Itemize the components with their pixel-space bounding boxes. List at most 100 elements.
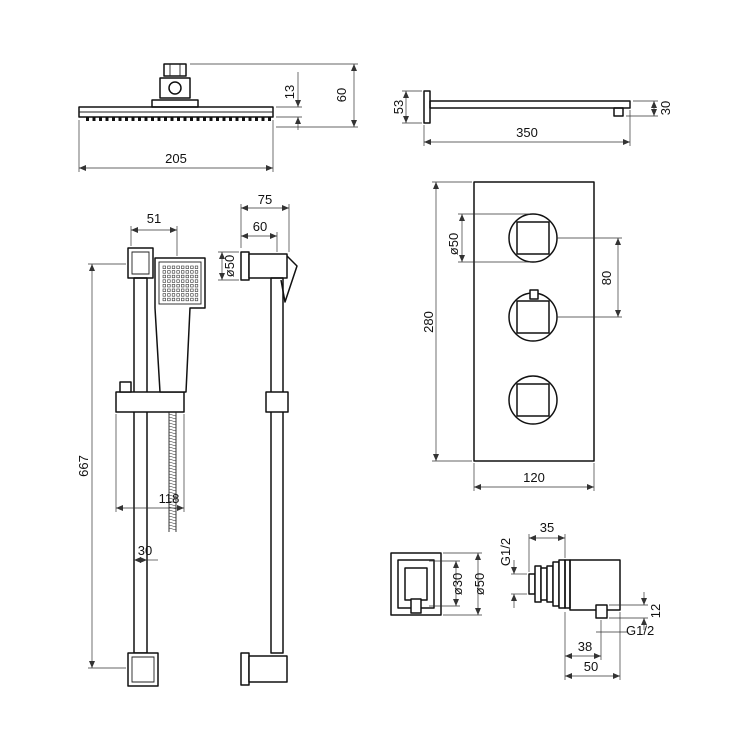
nozzle: [105, 117, 109, 121]
hose-coil-segment: [168, 488, 177, 492]
hose-coil-segment: [168, 509, 177, 513]
hose-coil-segment: [168, 470, 177, 474]
nozzle: [235, 117, 239, 121]
nozzle: [164, 117, 167, 121]
hose-coil-segment: [168, 476, 177, 480]
spray-hole: [185, 279, 189, 283]
nozzle: [255, 117, 258, 121]
spray-hole: [181, 274, 185, 279]
nozzle: [170, 117, 174, 121]
spray-hole: [171, 279, 176, 283]
spray-hole: [171, 265, 176, 269]
hose-coil-segment: [168, 428, 177, 432]
shower-nozzles: [86, 117, 271, 121]
spray-hole: [176, 265, 180, 269]
valve-dimensions: 280 ø50 80 120: [421, 181, 622, 491]
spray-hole: [181, 284, 185, 288]
overhead-plate-label: 13: [282, 85, 297, 99]
knob-spacing-label: 80: [599, 271, 614, 285]
nozzle: [92, 117, 96, 121]
hose-coil-segment: [168, 449, 177, 453]
slide-rail-front-dimensions: 51 667 118 30: [76, 211, 185, 669]
hose-coil-segment: [168, 437, 177, 441]
spray-hole: [181, 288, 185, 292]
nozzle: [242, 117, 245, 121]
hose-coil-segment: [168, 413, 177, 417]
spray-hole: [194, 279, 199, 283]
shower-hose: [168, 413, 177, 531]
spray-hole: [176, 274, 180, 279]
spray-hole: [167, 284, 171, 288]
spray-hole: [181, 279, 185, 283]
handset-width-label: 51: [147, 211, 161, 226]
spray-hole: [181, 265, 185, 269]
nozzle: [229, 117, 232, 121]
hose-coil-segment: [168, 461, 177, 465]
knob-diameter-label: ø50: [446, 233, 461, 255]
nozzle: [203, 117, 206, 121]
spray-hole: [194, 265, 199, 269]
rail-length-label: 667: [76, 455, 91, 477]
spray-hole: [171, 270, 176, 274]
nozzle: [157, 117, 161, 121]
spray-hole: [167, 270, 171, 274]
hose-coil-segment: [168, 494, 177, 498]
hose-coil-segment: [168, 527, 177, 531]
spray-hole: [190, 288, 194, 292]
wall-arm-dimensions: 53 350 30: [391, 90, 673, 146]
outlet-thread-bottom-label: G1/2: [626, 623, 654, 638]
arm-projection-total-label: 75: [258, 192, 272, 207]
spray-hole: [185, 274, 189, 279]
nozzle: [216, 117, 219, 121]
spray-hole: [171, 293, 176, 297]
hose-coil-segment: [168, 482, 177, 486]
outlet-thread-top-label: G1/2: [498, 538, 513, 566]
spray-hole: [176, 297, 180, 302]
hose-coil-segment: [168, 455, 177, 459]
spray-hole: [194, 270, 199, 274]
wall-outlet-front: [390, 552, 442, 616]
arm-flange-label: 53: [391, 100, 406, 114]
spray-hole: [185, 297, 189, 302]
spray-hole: [185, 284, 189, 288]
nozzle: [261, 117, 265, 121]
spray-hole: [162, 274, 166, 279]
valve-width-label: 120: [523, 470, 545, 485]
outlet-length-inner-label: 38: [578, 639, 592, 654]
nozzle: [268, 117, 271, 121]
spray-hole: [185, 270, 189, 274]
valve-knob-middle: [508, 289, 558, 342]
nozzle: [144, 117, 148, 121]
wall-outlet-front-dimensions: ø30 ø50: [429, 552, 487, 616]
spray-hole: [171, 284, 176, 288]
spray-hole: [190, 284, 194, 288]
nozzle: [196, 117, 200, 121]
slide-rail-side-dimensions: 75 60 ø50: [218, 192, 290, 281]
slide-rail-front: [115, 247, 206, 687]
spray-hole: [181, 293, 185, 297]
hose-coil-segment: [168, 500, 177, 504]
nozzle: [190, 117, 193, 121]
spray-hole: [167, 293, 171, 297]
hose-coil-segment: [168, 443, 177, 447]
spray-hole: [167, 279, 171, 283]
spray-hole: [162, 279, 166, 283]
spray-hole: [176, 279, 180, 283]
arm-length-label: 350: [516, 125, 538, 140]
wall-arm: [423, 90, 631, 124]
hose-coil-segment: [168, 491, 177, 495]
spray-hole: [185, 293, 189, 297]
spray-hole: [171, 274, 176, 279]
valve-knob-bottom: [508, 375, 558, 425]
spray-hole: [185, 265, 189, 269]
spray-hole: [190, 274, 194, 279]
rail-offset-label: 118: [159, 491, 180, 506]
nozzle: [125, 117, 128, 121]
hose-coil-segment: [168, 464, 177, 468]
hose-coil-segment: [168, 446, 177, 450]
hose-coil-segment: [168, 518, 177, 522]
hose-coil-segment: [168, 422, 177, 426]
nozzle: [86, 117, 89, 121]
spray-hole: [167, 265, 171, 269]
